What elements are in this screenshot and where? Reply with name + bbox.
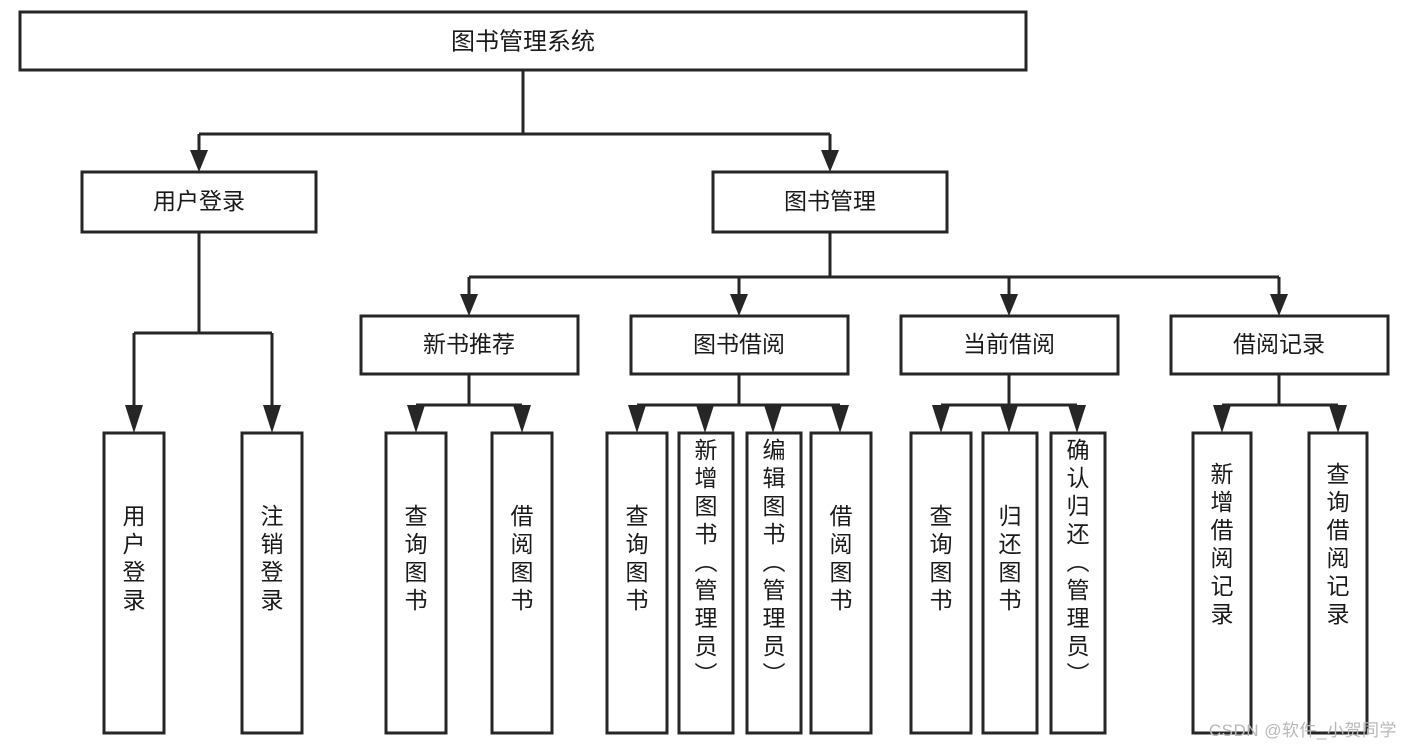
node-leaf-add-book-box[interactable]	[677, 431, 735, 735]
node-leaf-logout[interactable]: 注销登录	[240, 431, 304, 735]
arrow-head-leaf-borrow-book-1	[513, 405, 531, 433]
node-leaf-user-login[interactable]: 用户登录	[102, 431, 166, 735]
node-leaf-confirm-return-box[interactable]	[1049, 431, 1107, 735]
node-leaf-query-book-1-label: 查询图书	[405, 503, 428, 613]
node-leaf-query-book-1-box[interactable]	[384, 431, 448, 735]
node-leaf-logout-box[interactable]	[240, 431, 304, 735]
node-leaf-query-record[interactable]: 查询借阅记录	[1307, 431, 1369, 735]
arrow-head-book-borrow	[730, 294, 748, 316]
node-leaf-return-book-label: 归还图书	[999, 503, 1022, 613]
node-leaf-edit-book[interactable]: 编辑图书︵管理员︶	[745, 431, 803, 735]
node-book-manage[interactable]: 图书管理	[711, 170, 949, 234]
node-root[interactable]: 图书管理系统	[18, 10, 1028, 72]
arrow-head-new-book	[460, 294, 478, 316]
node-leaf-confirm-return-label: 确认归还︵管理员︶	[1067, 437, 1090, 687]
node-book-borrow-box[interactable]	[629, 314, 850, 376]
node-leaf-add-record[interactable]: 新增借阅记录	[1191, 431, 1253, 735]
node-leaf-add-record-label: 新增借阅记录	[1211, 461, 1234, 627]
node-leaf-confirm-return[interactable]: 确认归还︵管理员︶	[1049, 431, 1107, 735]
arrow-head-leaf-confirm-return	[1068, 405, 1086, 433]
arrow-head-leaf-query-record	[1329, 405, 1347, 433]
node-leaf-borrow-book-2-box[interactable]	[809, 431, 873, 735]
node-leaf-query-book-1[interactable]: 查询图书	[384, 431, 448, 735]
node-book-borrow-label: 图书借阅	[693, 331, 785, 357]
node-leaf-borrow-book-1-label: 借阅图书	[511, 503, 534, 613]
node-new-book-recommend[interactable]: 新书推荐	[359, 314, 580, 376]
arrow-head-leaf-add-record	[1213, 405, 1231, 433]
node-leaf-borrow-book-1[interactable]: 借阅图书	[490, 431, 554, 735]
arrow-head-leaf-return-book	[1000, 405, 1018, 433]
arrow-head-leaf-add-book	[696, 405, 714, 433]
arrow-head-current-borrow	[1000, 294, 1018, 316]
node-leaf-edit-book-box[interactable]	[745, 431, 803, 735]
node-borrow-record-label: 借阅记录	[1233, 331, 1325, 357]
arrow-head-book-manage	[821, 150, 839, 172]
node-user-login-label: 用户登录	[153, 188, 245, 214]
arrow-head-leaf-query-book-1	[407, 405, 425, 433]
node-leaf-add-book[interactable]: 新增图书︵管理员︶	[677, 431, 735, 735]
node-leaf-query-record-box[interactable]	[1307, 431, 1369, 735]
node-leaf-logout-label: 注销登录	[261, 503, 284, 613]
node-leaf-borrow-book-1-box[interactable]	[490, 431, 554, 735]
node-book-manage-box[interactable]	[711, 170, 949, 234]
arrow-head-leaf-user-login	[125, 405, 143, 433]
node-current-borrow-box[interactable]	[899, 314, 1120, 376]
node-leaf-add-book-label: 新增图书︵管理员︶	[695, 437, 718, 687]
node-leaf-user-login-box[interactable]	[102, 431, 166, 735]
node-root-label: 图书管理系统	[451, 28, 595, 55]
node-user-login-box[interactable]	[80, 170, 318, 234]
node-current-borrow-label: 当前借阅	[963, 331, 1055, 357]
node-borrow-record[interactable]: 借阅记录	[1169, 314, 1390, 376]
node-leaf-query-record-label: 查询借阅记录	[1327, 461, 1350, 627]
node-root-box[interactable]	[18, 10, 1028, 72]
arrow-head-leaf-logout	[263, 405, 281, 433]
node-leaf-query-book-2-box[interactable]	[605, 431, 669, 735]
node-leaf-return-book-box[interactable]	[981, 431, 1039, 735]
node-new-book-recommend-label: 新书推荐	[423, 331, 515, 357]
node-current-borrow[interactable]: 当前借阅	[899, 314, 1120, 376]
node-leaf-borrow-book-2[interactable]: 借阅图书	[809, 431, 873, 735]
node-borrow-record-box[interactable]	[1169, 314, 1390, 376]
node-user-login[interactable]: 用户登录	[80, 170, 318, 234]
csdn-watermark: CSDN @软件_小贺同学	[1208, 721, 1397, 740]
node-leaf-query-book-2[interactable]: 查询图书	[605, 431, 669, 735]
node-leaf-query-book-2-label: 查询图书	[626, 503, 649, 613]
node-leaf-edit-book-label: 编辑图书︵管理员︶	[763, 437, 786, 687]
arrow-head-leaf-edit-book	[764, 405, 782, 433]
node-leaf-add-record-box[interactable]	[1191, 431, 1253, 735]
node-leaf-user-login-label: 用户登录	[123, 503, 146, 613]
connector-layer	[125, 70, 1347, 433]
arrow-head-borrow-record	[1270, 294, 1288, 316]
node-book-borrow[interactable]: 图书借阅	[629, 314, 850, 376]
node-leaf-query-book-3-label: 查询图书	[930, 503, 953, 613]
node-leaf-return-book[interactable]: 归还图书	[981, 431, 1039, 735]
arrow-head-leaf-query-book-3	[932, 405, 950, 433]
node-book-manage-label: 图书管理	[784, 188, 876, 214]
arrow-head-leaf-query-book-2	[628, 405, 646, 433]
node-leaf-query-book-3[interactable]: 查询图书	[909, 431, 973, 735]
node-leaf-query-book-3-box[interactable]	[909, 431, 973, 735]
node-leaf-borrow-book-2-label: 借阅图书	[830, 503, 853, 613]
arrow-head-leaf-borrow-book-2	[831, 405, 849, 433]
arrow-head-user-login	[190, 150, 208, 172]
node-new-book-recommend-box[interactable]	[359, 314, 580, 376]
